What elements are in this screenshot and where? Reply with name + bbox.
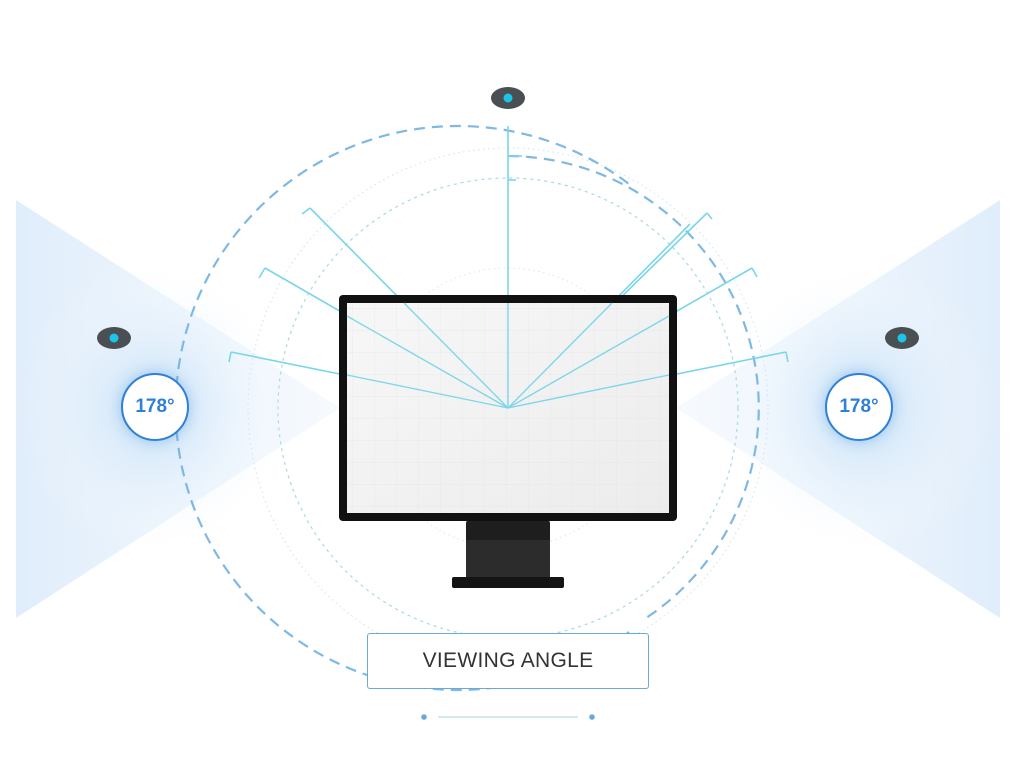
caption-box: VIEWING ANGLE — [367, 633, 649, 689]
dashed-arc-outer — [174, 124, 630, 692]
right-angle-value: 178° — [839, 396, 879, 417]
eye-icon-top — [491, 87, 525, 109]
monitor-stand-highlight — [466, 540, 550, 578]
eye-icon-right — [885, 327, 919, 349]
right-angle-badge: 178° — [825, 373, 893, 441]
caption-text: VIEWING ANGLE — [422, 649, 594, 672]
ray-tick-marks — [228, 155, 789, 363]
dotted-circle-outer — [247, 147, 769, 669]
caption-underline — [421, 714, 595, 720]
dotted-circle-mid — [277, 177, 739, 639]
dashed-arc-inner — [507, 154, 760, 621]
monitor-stand-base — [452, 577, 564, 588]
left-angle-value: 178° — [135, 396, 175, 417]
eye-icon-left — [97, 327, 131, 349]
left-angle-badge: 178° — [121, 373, 189, 441]
screen-rays — [346, 302, 670, 409]
